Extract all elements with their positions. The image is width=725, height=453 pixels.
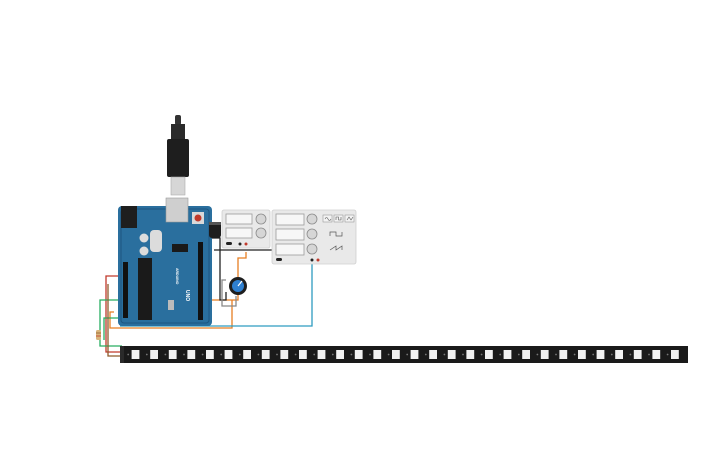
triangle-wave-button[interactable]: [344, 214, 355, 223]
led-pixel[interactable]: [299, 350, 307, 359]
led-pad: [536, 353, 539, 356]
led-pad: [164, 353, 167, 356]
sawtooth-wave-icon: [329, 245, 343, 251]
wire-orange-2: [109, 300, 233, 329]
wire-green: [99, 299, 122, 347]
led-pixel[interactable]: [671, 350, 679, 359]
led-pad: [183, 353, 185, 356]
led-pixel[interactable]: [540, 350, 549, 359]
led-pad: [610, 353, 613, 356]
led-pad: [127, 353, 130, 356]
led-pad: [313, 353, 316, 356]
led-pad: [443, 353, 446, 356]
led-pad: [592, 353, 595, 356]
led-pixel[interactable]: [150, 350, 158, 359]
led-pixel[interactable]: [578, 350, 586, 359]
led-pixel[interactable]: [354, 350, 363, 359]
resistor-icon[interactable]: [96, 330, 101, 340]
led-pad: [145, 353, 148, 356]
wire-orange: [210, 252, 247, 301]
led-pad: [499, 353, 502, 356]
led-pixel[interactable]: [243, 350, 251, 359]
led-pixel[interactable]: [224, 350, 233, 359]
led-pad: [629, 353, 632, 356]
led-pad: [517, 353, 520, 356]
led-pad: [387, 353, 390, 356]
led-pad: [201, 353, 204, 356]
led-pad: [350, 353, 353, 356]
voltage-knob[interactable]: [255, 213, 267, 225]
led-pad: [648, 353, 650, 356]
led-pixel[interactable]: [466, 350, 475, 359]
led-pad: [573, 353, 576, 356]
potentiometer-icon[interactable]: [229, 277, 247, 295]
led-pixel[interactable]: [168, 350, 177, 359]
led-pixel[interactable]: [485, 350, 493, 359]
led-pixel[interactable]: [131, 350, 140, 359]
led-pad: [555, 353, 557, 356]
led-pad: [480, 353, 483, 356]
led-pixel[interactable]: [280, 350, 289, 359]
square-wave-icon: [329, 231, 343, 237]
led-pixel[interactable]: [336, 350, 344, 359]
led-pixel[interactable]: [652, 350, 661, 359]
led-pixel[interactable]: [373, 350, 382, 359]
led-pixel[interactable]: [429, 350, 437, 359]
led-pixel[interactable]: [503, 350, 512, 359]
led-pixel[interactable]: [317, 350, 326, 359]
led-pad: [462, 353, 464, 356]
led-pad: [220, 353, 223, 356]
led-pixel[interactable]: [392, 350, 400, 359]
led-pixel[interactable]: [615, 350, 623, 359]
led-pad: [369, 353, 371, 356]
arduino-uno-board[interactable]: UNO ARDUINO: [118, 197, 212, 326]
led-pad: [238, 353, 241, 356]
wire-brown: [107, 284, 122, 357]
led-pixel[interactable]: [261, 350, 270, 359]
wire-green-2: [103, 317, 118, 340]
board-model-label: UNO: [184, 290, 190, 301]
led-pad: [424, 353, 427, 356]
led-pixel[interactable]: [447, 350, 456, 359]
wire-gray: [221, 279, 237, 307]
led-pad: [331, 353, 334, 356]
led-pixel[interactable]: [187, 350, 196, 359]
usb-cable-icon[interactable]: [167, 115, 189, 196]
wire-red: [105, 275, 122, 353]
led-pixel[interactable]: [522, 350, 530, 359]
led-pixel[interactable]: [559, 350, 568, 359]
function-generator[interactable]: [271, 209, 357, 265]
led-pad: [276, 353, 278, 356]
led-pad: [294, 353, 297, 356]
capacitor-icon[interactable]: [209, 222, 221, 238]
led-pad: [257, 353, 260, 356]
led-pixel[interactable]: [633, 350, 642, 359]
led-pad: [406, 353, 409, 356]
neopixel-strip[interactable]: [120, 346, 688, 363]
power-supply[interactable]: [221, 209, 271, 249]
led-pixel[interactable]: [206, 350, 214, 359]
current-knob[interactable]: [255, 227, 267, 239]
wire-black-2: [214, 249, 277, 262]
led-pixel[interactable]: [410, 350, 419, 359]
led-pad: [666, 353, 669, 356]
reset-button[interactable]: [194, 214, 202, 222]
board-brand-label: ARDUINO: [175, 268, 179, 285]
led-pixel[interactable]: [596, 350, 605, 359]
